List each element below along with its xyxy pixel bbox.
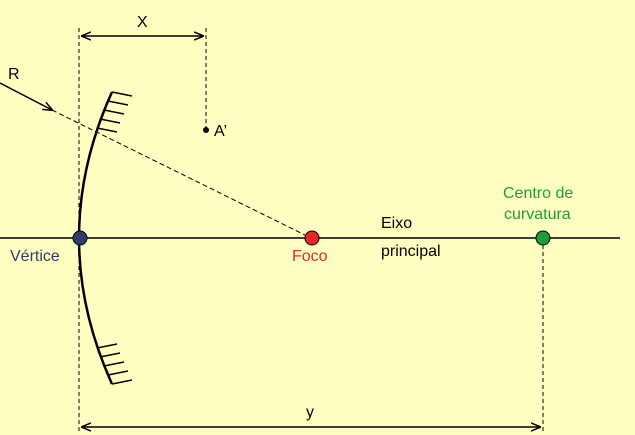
incident-ray [0, 82, 52, 110]
y-dimension-label: y [306, 404, 314, 421]
focus-label: Foco [292, 248, 328, 265]
x-dimension-label: X [137, 14, 148, 31]
axis-label-line2: principal [381, 243, 441, 260]
focus-point [304, 230, 320, 246]
axis-label-line1: Eixo [381, 215, 413, 232]
center-label-line2: curvatura [504, 206, 571, 223]
center-label-line1: Centro de [503, 185, 574, 202]
reflected-ray-dashed [51, 109, 312, 239]
mirror-hatch-top [96, 91, 133, 133]
point-a-prime-label: A’ [214, 123, 228, 140]
vertex-label: Vértice [10, 248, 60, 265]
vertex-point [72, 230, 88, 246]
center-point [535, 230, 551, 246]
ray-label: R [8, 66, 20, 83]
mirror-hatch-bottom [96, 343, 133, 385]
point-a-prime [203, 127, 209, 133]
